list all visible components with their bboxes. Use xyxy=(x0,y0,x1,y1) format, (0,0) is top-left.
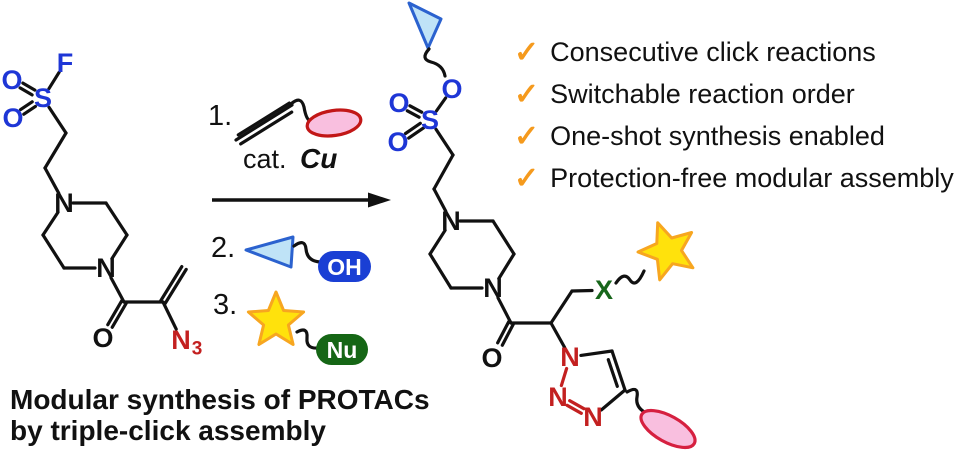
checklist-item-label: Switchable reaction order xyxy=(550,79,855,110)
product-carbonyl-oxygen-label: O xyxy=(481,343,502,373)
reactant-bonds xyxy=(18,70,188,331)
checklist-item-label: Protection-free modular assembly xyxy=(550,163,954,194)
checklist-item: ✓ Switchable reaction order xyxy=(514,78,954,111)
checklist-item-label: Consecutive click reactions xyxy=(550,37,876,68)
check-icon: ✓ xyxy=(514,36,540,69)
pink-ellipse-module-icon xyxy=(639,408,697,450)
product-oxygen-bottom-label: O xyxy=(387,127,408,157)
step2-label: 2. xyxy=(211,232,235,264)
linker-squiggle xyxy=(614,269,646,285)
reactant-piperazine-n2-label: N xyxy=(96,253,116,283)
pink-ellipse-module-icon xyxy=(305,108,363,138)
blue-triangle-module-icon xyxy=(244,235,295,269)
reactant-oxygen-top-label: O xyxy=(1,65,22,95)
linker-squiggle xyxy=(289,98,312,123)
linker-squiggle xyxy=(295,328,320,350)
triazole-n3-label: N xyxy=(583,402,603,432)
linker-squiggle xyxy=(292,241,322,264)
reaction-arrow xyxy=(212,192,391,208)
triazole-n2-label: N xyxy=(548,382,568,412)
checklist-item: ✓ Protection-free modular assembly xyxy=(514,162,954,195)
check-icon: ✓ xyxy=(514,78,540,111)
reactant-fluorine-label: F xyxy=(57,48,74,78)
yellow-star-module-icon xyxy=(636,221,695,282)
product-sulfur-label: S xyxy=(421,105,439,135)
reaction-conditions: 1. cat. Cu 2. OH 3. xyxy=(208,98,391,365)
reactant-molecule: O S O F N N O N 3 xyxy=(1,48,202,360)
triazole-n1-label: N xyxy=(560,342,580,372)
caption-line1: Modular synthesis of PROTACs xyxy=(10,384,430,415)
catalyst-prefix-label: cat. xyxy=(243,144,287,174)
linker-squiggle xyxy=(423,47,447,78)
catalyst-metal-label: Cu xyxy=(300,143,337,174)
check-icon: ✓ xyxy=(514,162,540,195)
product-piperazine-n1-label: N xyxy=(441,206,461,236)
reactant-sulfur-label: S xyxy=(34,83,52,113)
caption-line2: by triple-click assembly xyxy=(10,414,326,446)
reactant-piperazine-n1-label: N xyxy=(54,188,74,218)
blue-triangle-module-icon xyxy=(407,1,443,50)
nu-pill-label: Nu xyxy=(327,337,358,363)
reactant-oxygen-bottom-label: O xyxy=(2,103,23,133)
product-bonds xyxy=(403,96,627,415)
step3-label: 3. xyxy=(213,289,237,321)
reactant-azide-label: N xyxy=(171,325,191,355)
product-ester-oxygen-label: O xyxy=(441,74,462,104)
product-piperazine-n2-label: N xyxy=(483,273,503,303)
alkyne-icon xyxy=(234,101,294,146)
feature-checklist: ✓ Consecutive click reactions ✓ Switchab… xyxy=(514,36,954,195)
check-icon: ✓ xyxy=(514,120,540,153)
step1-label: 1. xyxy=(208,100,232,132)
checklist-item-label: One-shot synthesis enabled xyxy=(550,121,885,152)
checklist-item: ✓ One-shot synthesis enabled xyxy=(514,120,954,153)
reactant-azide-subscript: 3 xyxy=(192,339,203,360)
product-oxygen-top-label: O xyxy=(388,88,409,118)
product-molecule: O S O O N N O X N N N xyxy=(387,1,697,450)
yellow-star-module-icon xyxy=(246,290,306,346)
reactant-carbonyl-oxygen-label: O xyxy=(92,323,113,353)
nu-pill: Nu xyxy=(316,334,368,365)
oh-pill-label: OH xyxy=(327,254,362,280)
oh-pill: OH xyxy=(318,251,371,282)
product-linker-x-label: X xyxy=(595,275,613,305)
linker-squiggle xyxy=(625,387,650,416)
figure-caption: Modular synthesis of PROTACs by triple-c… xyxy=(10,384,430,447)
checklist-item: ✓ Consecutive click reactions xyxy=(514,36,954,69)
